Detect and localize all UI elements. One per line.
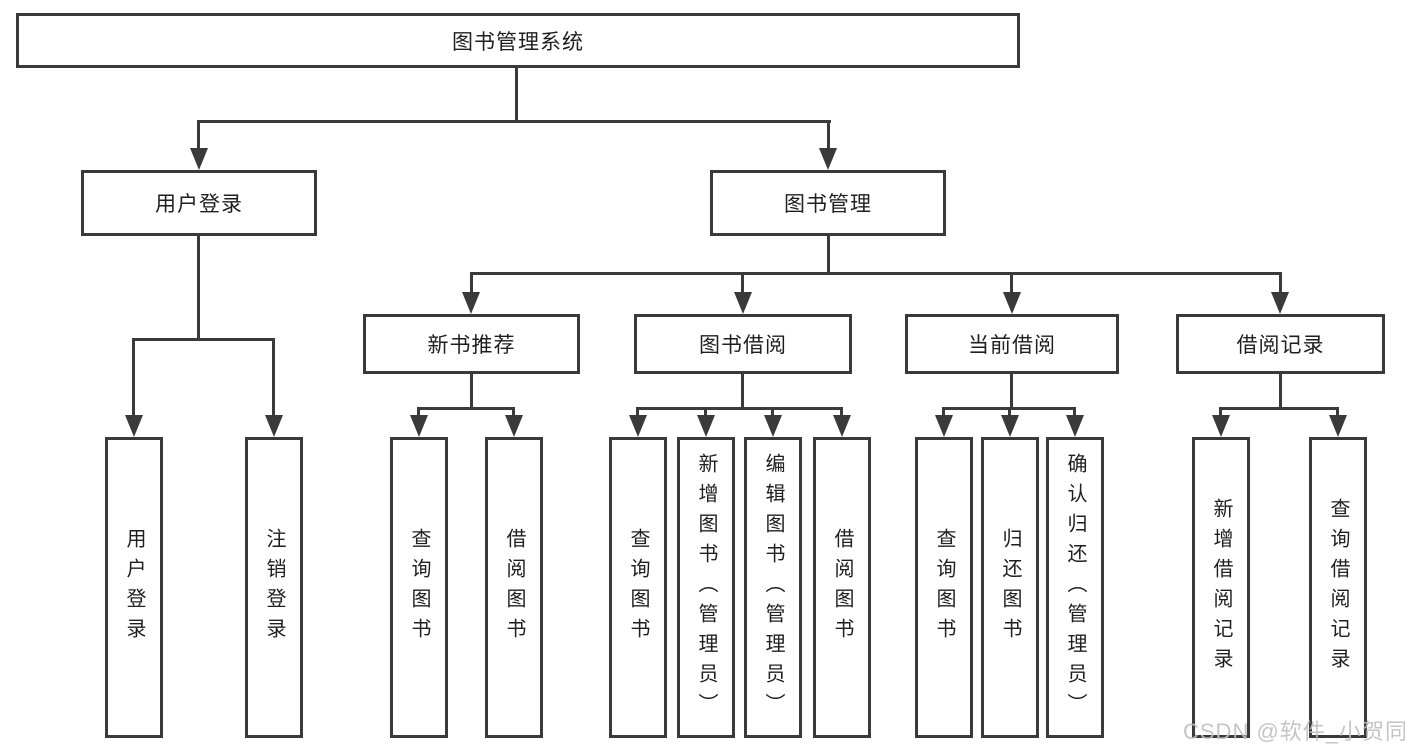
leaf-user-login: 用户登录 (105, 437, 163, 738)
node-book-management-label: 图书管理 (784, 193, 872, 216)
connector-line (197, 120, 200, 152)
connector-line (1336, 407, 1339, 419)
connector-line (1219, 407, 1339, 410)
connector-line (132, 338, 135, 419)
arrowhead-down-icon (764, 415, 782, 437)
connector-line (417, 407, 420, 419)
leaf-br-add-record-label: 新增借阅记录 (1210, 497, 1232, 678)
connector-line (512, 407, 515, 419)
connector-line (1008, 407, 1011, 419)
arrowhead-down-icon (697, 415, 715, 437)
connector-line (741, 374, 744, 410)
leaf-nb-query-books: 查询图书 (390, 437, 448, 738)
node-user-login: 用户登录 (81, 170, 317, 236)
connector-line (470, 272, 473, 296)
connector-line (827, 120, 830, 152)
connector-line (470, 374, 473, 410)
arrowhead-down-icon (1066, 415, 1084, 437)
connector-line (636, 407, 639, 419)
leaf-cb-return-books: 归还图书 (981, 437, 1039, 738)
node-borrowing-records: 借阅记录 (1176, 314, 1385, 374)
node-library-system: 图书管理系统 (16, 13, 1020, 68)
leaf-cb-confirm-return-admin: 确认归还（管理员） (1046, 437, 1104, 738)
arrowhead-down-icon (1003, 292, 1021, 314)
leaf-bb-query-books-label: 查询图书 (627, 527, 649, 648)
node-library-system-label: 图书管理系统 (452, 30, 584, 54)
node-book-management: 图书管理 (710, 170, 946, 236)
leaf-br-query-record: 查询借阅记录 (1309, 437, 1367, 738)
arrowhead-down-icon (819, 148, 837, 170)
leaf-nb-borrow-books: 借阅图书 (485, 437, 543, 738)
leaf-bb-edit-books-admin-label: 编辑图书（管理员） (762, 452, 784, 723)
leaf-cb-confirm-return-admin-label: 确认归还（管理员） (1064, 452, 1086, 723)
connector-line (1279, 272, 1282, 296)
node-borrowing-records-label: 借阅记录 (1236, 334, 1325, 357)
node-current-borrowing: 当前借阅 (905, 314, 1119, 374)
leaf-bb-borrow-books: 借阅图书 (813, 437, 871, 738)
leaf-br-query-record-label: 查询借阅记录 (1327, 497, 1349, 678)
connector-line (417, 407, 515, 410)
node-book-borrowing: 图书借阅 (634, 314, 852, 374)
arrowhead-down-icon (410, 415, 428, 437)
arrowhead-down-icon (734, 292, 752, 314)
leaf-bb-add-books-admin: 新增图书（管理员） (677, 437, 735, 738)
arrowhead-down-icon (125, 415, 143, 437)
leaf-nb-query-books-label: 查询图书 (408, 527, 430, 648)
leaf-logout: 注销登录 (245, 437, 303, 738)
connector-line (272, 338, 275, 419)
leaf-cb-query-books-label: 查询图书 (933, 527, 955, 648)
node-new-book-recommend-label: 新书推荐 (427, 334, 516, 357)
leaf-cb-return-books-label: 归还图书 (999, 527, 1021, 648)
connector-line (840, 407, 843, 419)
leaf-bb-borrow-books-label: 借阅图书 (831, 527, 853, 648)
connector-line (942, 407, 945, 419)
leaf-logout-label: 注销登录 (263, 527, 285, 648)
leaf-user-login-label: 用户登录 (123, 527, 145, 648)
arrowhead-down-icon (629, 415, 647, 437)
connector-line (197, 236, 200, 338)
connector-line (1073, 407, 1076, 419)
arrowhead-down-icon (833, 415, 851, 437)
connector-line (741, 272, 744, 296)
node-user-login-label: 用户登录 (155, 193, 243, 216)
connector-line (704, 407, 707, 419)
connector-line (470, 272, 1282, 275)
connector-line (1219, 407, 1222, 419)
node-new-book-recommend: 新书推荐 (363, 314, 580, 374)
arrowhead-down-icon (1271, 292, 1289, 314)
arrowhead-down-icon (935, 415, 953, 437)
watermark-text: CSDN @软件_小贺同学 (1183, 719, 1405, 744)
arrowhead-down-icon (265, 415, 283, 437)
leaf-bb-query-books: 查询图书 (609, 437, 667, 738)
arrowhead-down-icon (505, 415, 523, 437)
connector-line (771, 407, 774, 419)
connector-line (197, 120, 831, 123)
connector-line (1279, 374, 1282, 410)
arrowhead-down-icon (1001, 415, 1019, 437)
connector-line (636, 407, 843, 410)
connector-line (1010, 374, 1013, 410)
arrowhead-down-icon (1212, 415, 1230, 437)
node-book-borrowing-label: 图书借阅 (699, 334, 787, 357)
leaf-bb-edit-books-admin: 编辑图书（管理员） (744, 437, 802, 738)
arrowhead-down-icon (190, 148, 208, 170)
leaf-bb-add-books-admin-label: 新增图书（管理员） (695, 452, 717, 723)
connector-line (515, 68, 518, 121)
leaf-nb-borrow-books-label: 借阅图书 (503, 527, 525, 648)
node-current-borrowing-label: 当前借阅 (968, 334, 1056, 357)
arrowhead-down-icon (462, 292, 480, 314)
connector-line (827, 236, 830, 275)
connector-line (1010, 272, 1013, 296)
leaf-br-add-record: 新增借阅记录 (1192, 437, 1250, 738)
connector-line (132, 338, 275, 341)
arrowhead-down-icon (1329, 415, 1347, 437)
leaf-cb-query-books: 查询图书 (915, 437, 973, 738)
